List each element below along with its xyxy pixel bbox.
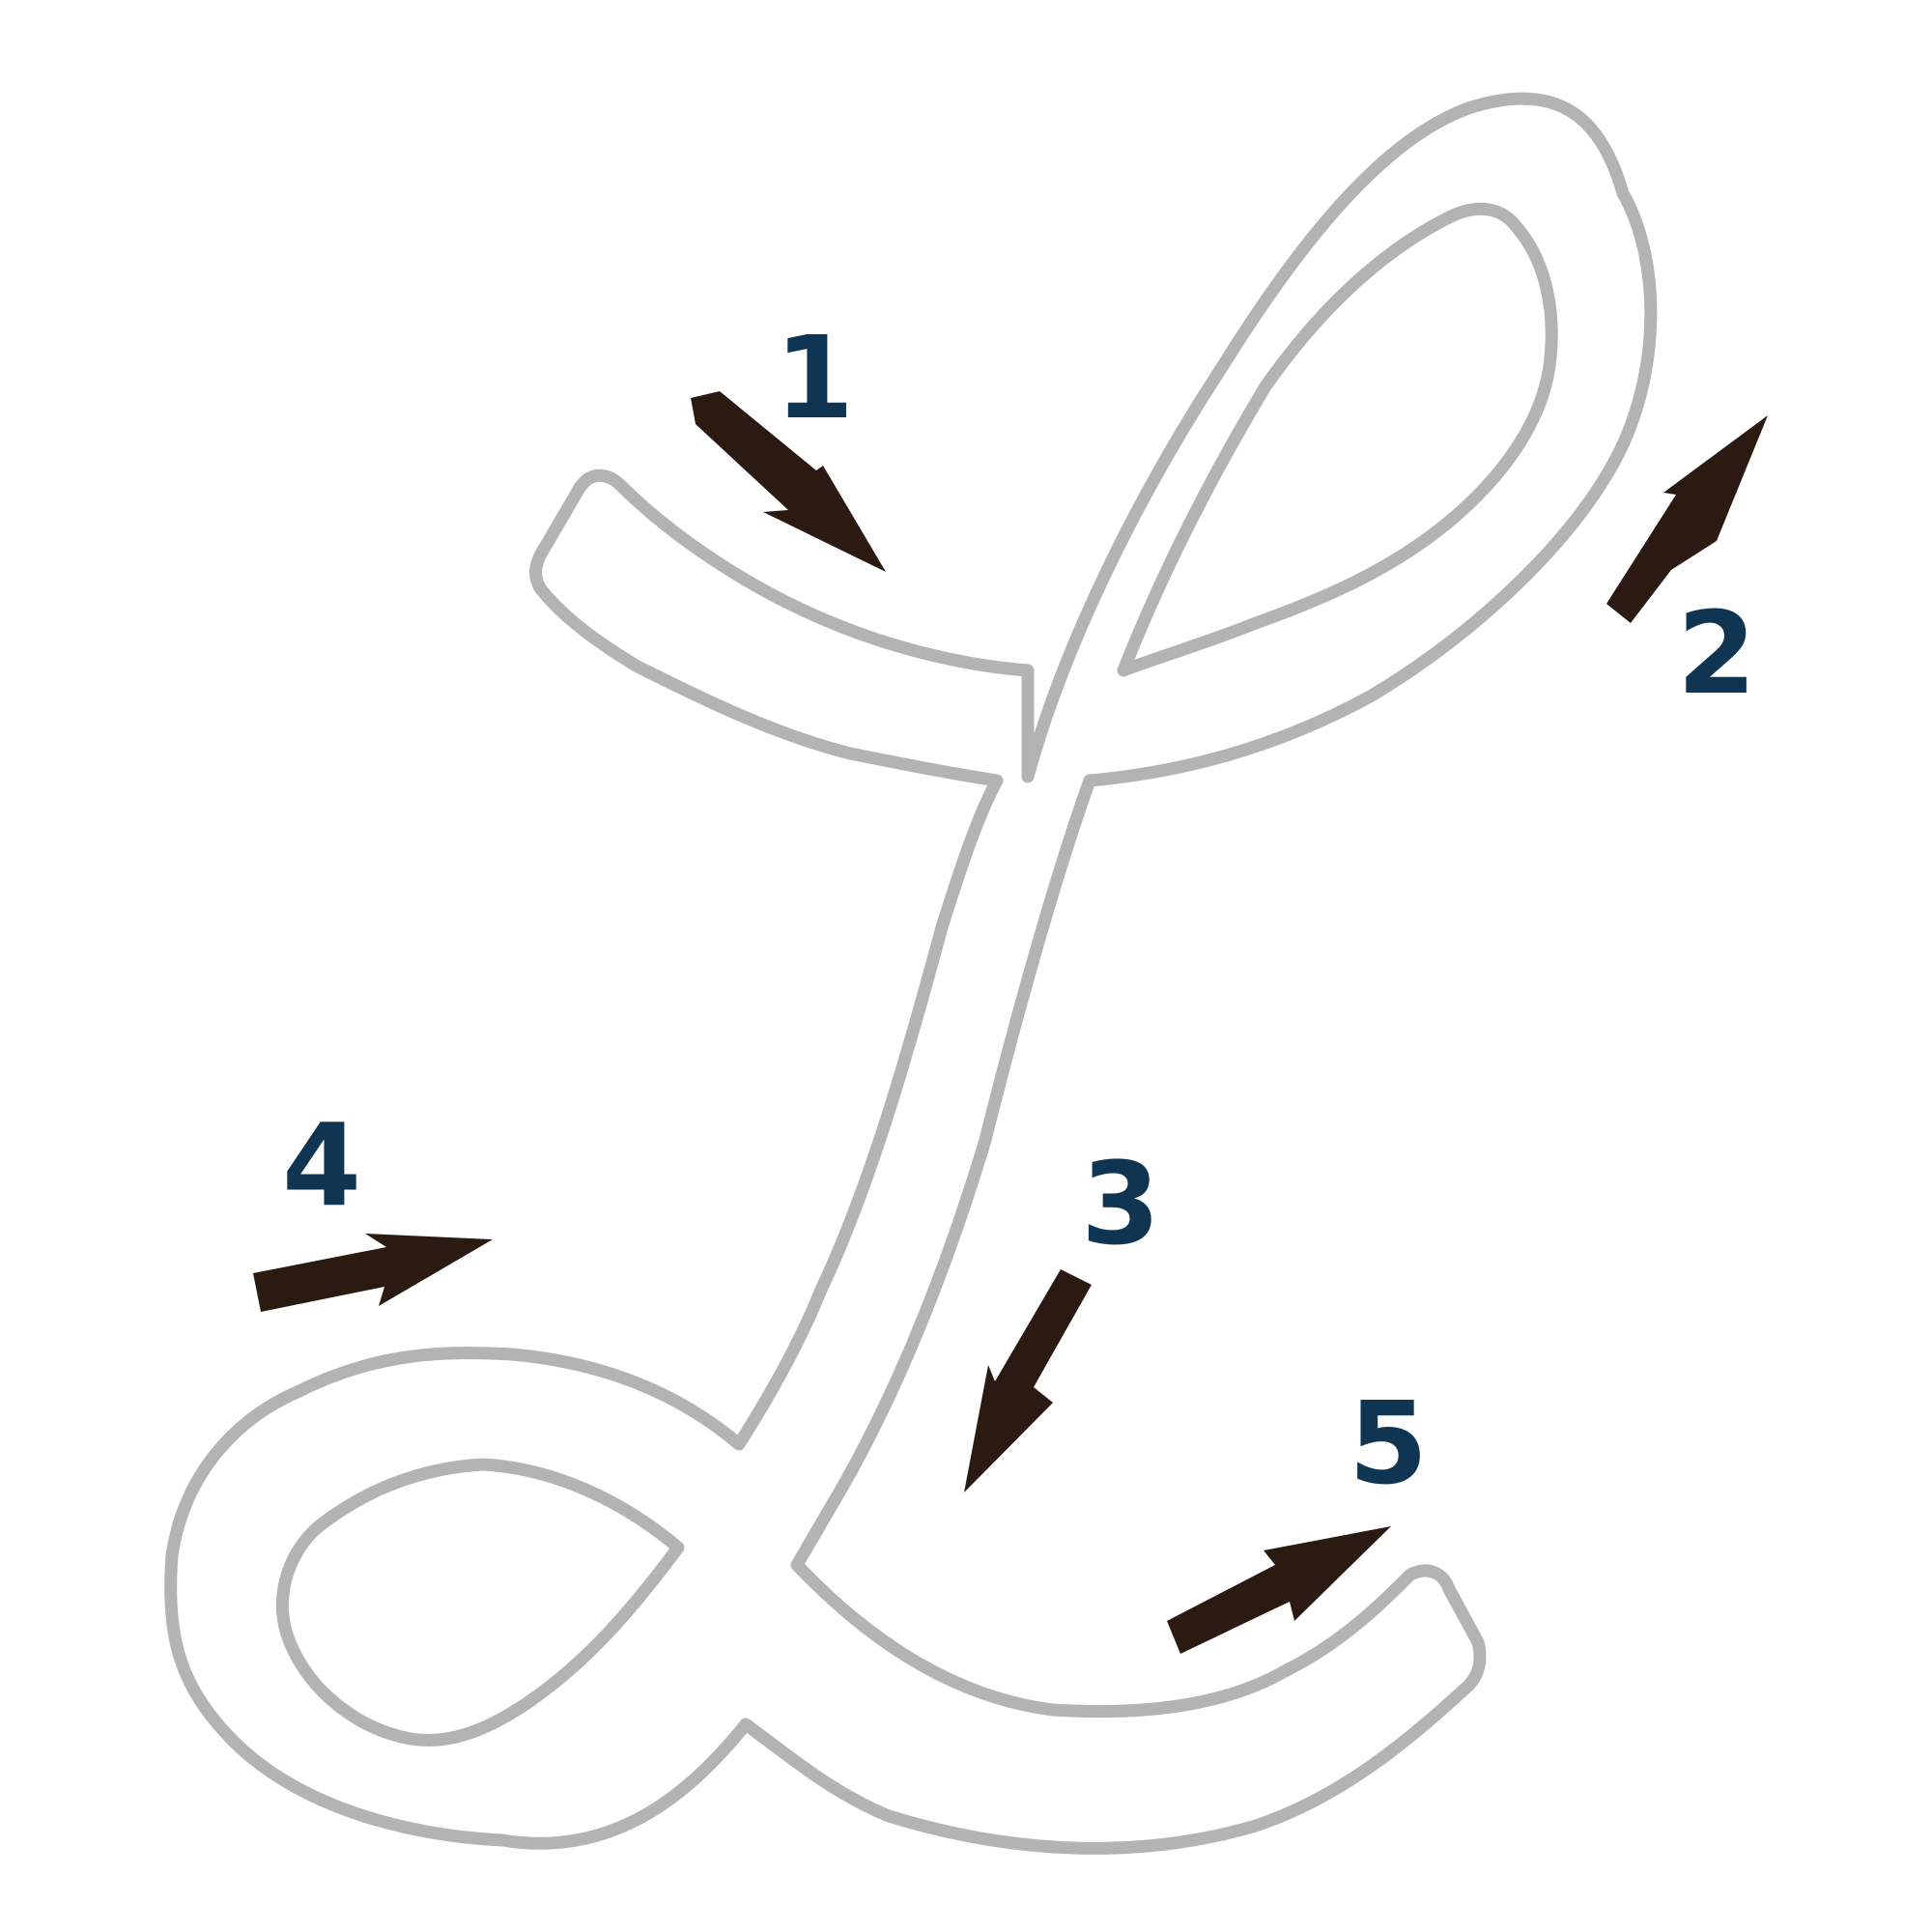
step-number-1: 1 xyxy=(775,311,854,444)
step-number-3: 3 xyxy=(1081,1137,1160,1270)
arrow-down-left-icon xyxy=(964,1269,1092,1492)
step-number-4: 4 xyxy=(282,1098,361,1232)
step-numbers: 1 2 3 4 5 xyxy=(282,311,1756,1510)
arrow-down-right-icon xyxy=(691,391,886,572)
arrow-right-icon xyxy=(253,1234,493,1312)
step-number-5: 5 xyxy=(1349,1377,1428,1510)
lower-loop-inner-outline xyxy=(275,1458,685,1747)
arrow-up-right-icon xyxy=(1167,1526,1391,1654)
upper-loop-inner-outline xyxy=(1117,202,1558,677)
letter-outline xyxy=(164,92,1658,1855)
arrow-up-right-icon xyxy=(1606,415,1768,623)
direction-arrows xyxy=(253,391,1768,1654)
step-number-2: 2 xyxy=(1677,586,1756,720)
letter-outer-outline xyxy=(164,92,1658,1855)
